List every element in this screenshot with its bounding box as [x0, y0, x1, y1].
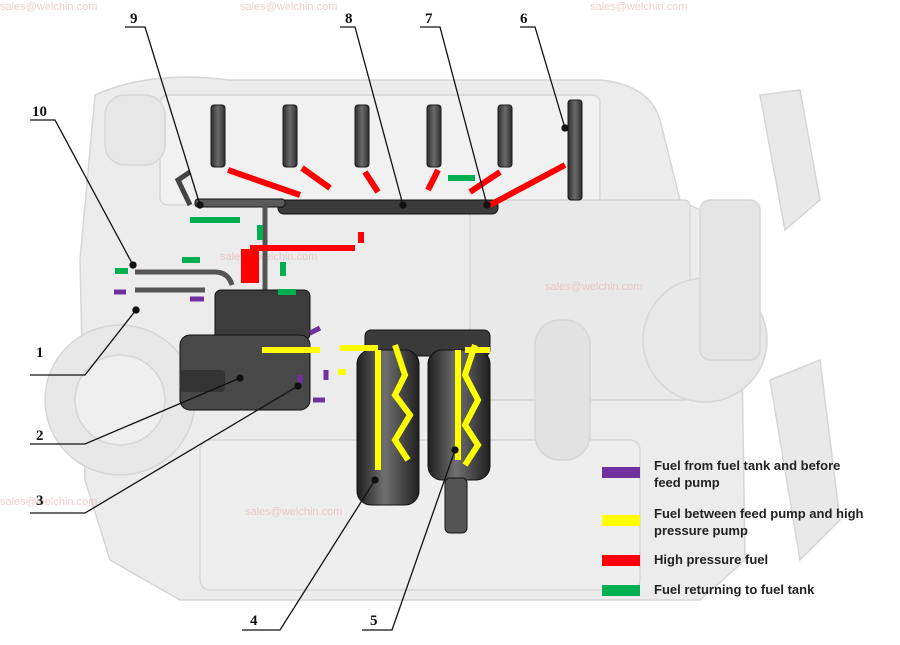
red-arrow — [488, 162, 567, 208]
callout-number-3: 3 — [36, 493, 44, 509]
red-arrow — [468, 169, 502, 195]
legend-item-feed-to-pump: Fuel between feed pump and high pressure … — [598, 503, 898, 551]
legend-label: High pressure fuel — [654, 552, 769, 567]
yellow-arrow — [461, 344, 482, 467]
watermark: sales@welchin.com — [220, 251, 317, 263]
injectors — [210, 99, 583, 201]
watermark: sales@welchin.com — [0, 1, 97, 13]
fuel-lines — [135, 205, 268, 300]
injector — [426, 104, 442, 168]
leader-lines — [30, 26, 569, 631]
feed-to-pump-arrows — [262, 344, 490, 470]
legend-item-return: Fuel returning to fuel tank — [598, 581, 898, 605]
injector — [354, 104, 370, 168]
red-arrow — [241, 249, 259, 283]
watermark-text: sales@welchin.com sales@welchin.com sale… — [0, 1, 687, 518]
injector — [497, 104, 513, 168]
callout-number-2: 2 — [36, 428, 44, 444]
legend-item-feed: Fuel from fuel tank and before feed pump — [598, 455, 898, 503]
injector — [210, 104, 226, 168]
callout-numbers: 1 2 3 4 5 6 7 8 9 10 — [32, 11, 528, 629]
legend-swatch-green — [602, 585, 640, 596]
legend-label-line: Fuel from fuel tank and before — [654, 458, 841, 473]
legend-label: Fuel returning to fuel tank — [654, 582, 815, 597]
callout-number-7: 7 — [425, 11, 433, 27]
legend-swatch-purple — [602, 467, 640, 478]
watermark: sales@welchin.com — [245, 506, 342, 518]
high-pressure-pump — [179, 289, 311, 411]
high-pressure-arrows — [227, 162, 567, 283]
watermark: sales@welchin.com — [590, 1, 687, 13]
legend-swatch-yellow — [602, 515, 640, 526]
legend-label: Fuel between feed pump and high pressure … — [654, 505, 863, 539]
red-arrow — [362, 170, 381, 194]
return-arrows — [115, 175, 475, 295]
callout-number-9: 9 — [130, 11, 138, 27]
callout-number-10: 10 — [32, 104, 47, 120]
watermark: sales@welchin.com — [0, 496, 97, 508]
red-arrow — [425, 168, 441, 192]
red-arrow — [300, 165, 332, 191]
legend-item-high-pressure: High pressure fuel — [598, 551, 898, 581]
legend-label-line: feed pump — [654, 475, 720, 490]
red-arrow — [227, 167, 301, 198]
feed-arrows — [114, 289, 329, 403]
injector — [282, 104, 298, 168]
callout-number-4: 4 — [250, 613, 258, 629]
yellow-arrow — [391, 344, 414, 462]
callout-number-8: 8 — [345, 11, 353, 27]
legend-label: Fuel from fuel tank and before feed pump — [654, 457, 840, 491]
callout-number-6: 6 — [520, 11, 528, 27]
legend-label-line: Fuel between feed pump and high — [654, 506, 864, 521]
watermark: sales@welchin.com — [545, 281, 642, 293]
callout-number-5: 5 — [370, 613, 378, 629]
flow-arrows — [114, 162, 567, 470]
purple-arrow — [308, 325, 322, 336]
legend-swatch-red — [602, 555, 640, 566]
legend-label-line: pressure pump — [654, 523, 748, 538]
injector — [567, 99, 583, 201]
watermark: sales@welchin.com — [240, 1, 337, 13]
callout-number-1: 1 — [36, 345, 44, 361]
